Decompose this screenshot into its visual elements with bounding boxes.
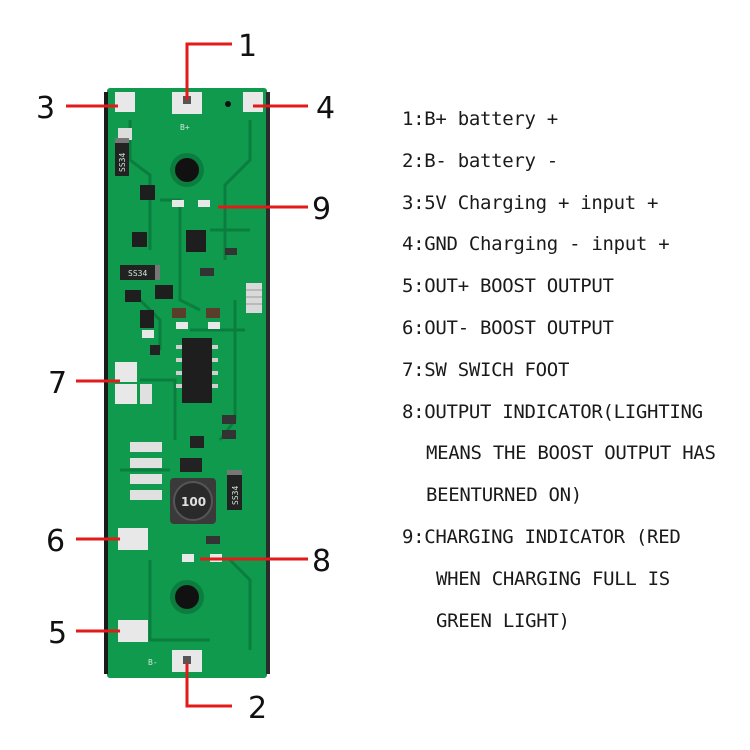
callout-number-1: 1 — [238, 29, 257, 64]
legend-line-9-cont-2: GREEN LIGHT) — [436, 609, 570, 632]
pad-5v-input — [115, 92, 135, 112]
legend-line-6: 6:OUT- BOOST OUTPUT — [402, 316, 614, 339]
pad-sw-a — [115, 362, 137, 382]
sot-transistors — [125, 185, 206, 328]
legend-line-2: 2:B- battery - — [402, 149, 558, 172]
diode-label-3: SS34 — [231, 486, 240, 505]
pad-sw-b — [115, 384, 137, 404]
silk-b-plus: B+ — [180, 123, 190, 132]
callout-number-5: 5 — [48, 616, 67, 651]
callout-number-2: 2 — [248, 691, 267, 726]
legend-line-4: 4:GND Charging - input + — [402, 233, 670, 256]
legend-line-9-cont-1: WHEN CHARGING FULL IS — [436, 567, 670, 590]
diode-ss34-top: SS34 — [115, 138, 129, 176]
legend-line-8: 8:OUTPUT INDICATOR(LIGHTING — [402, 400, 703, 423]
callout-lines — [66, 42, 308, 708]
pad-small-1 — [118, 128, 132, 140]
callout-number-3: 3 — [36, 91, 55, 126]
legend-line-9: 9:CHARGING INDICATOR (RED — [402, 525, 681, 548]
legend-line-8-cont-1: MEANS THE BOOST OUTPUT HAS — [426, 442, 716, 465]
pad-gnd-input — [243, 92, 263, 112]
pad-b-minus-inner — [183, 656, 191, 664]
callout-number-8: 8 — [312, 544, 331, 579]
legend-line-3: 3:5V Charging + input + — [402, 191, 659, 214]
callout-number-7: 7 — [48, 366, 67, 401]
diode-ss34-mid: SS34 — [120, 265, 160, 280]
pad-out-plus — [118, 620, 148, 642]
side-connector — [246, 283, 262, 313]
via-top — [225, 101, 231, 107]
diode-ss34-right: SS34 — [227, 470, 242, 510]
pad-sw-c — [140, 384, 152, 404]
callout-number-4: 4 — [316, 91, 335, 126]
mounting-hole-bottom — [170, 580, 204, 614]
inductor-label: 100 — [181, 495, 206, 509]
callout-number-9: 9 — [312, 192, 331, 227]
diode-label-1: SS34 — [118, 153, 127, 172]
callout-line-2 — [185, 663, 232, 708]
silk-b-minus: B- — [148, 658, 158, 667]
legend-line-1: 1:B+ battery + — [402, 108, 558, 130]
legend-line-8-cont-2: BEENTURNED ON) — [426, 484, 582, 507]
inductor: 100 — [170, 478, 216, 524]
diode-label-2: SS34 — [128, 269, 147, 278]
boost-ic — [176, 338, 218, 403]
small-smd-components — [142, 200, 237, 562]
mounting-hole-top — [170, 153, 204, 187]
callout-line-1 — [185, 42, 232, 100]
pad-out-minus — [118, 528, 148, 550]
pcb-edge-left — [104, 92, 108, 674]
legend-line-5: 5:OUT+ BOOST OUTPUT — [402, 275, 614, 298]
pcb-edge-right — [266, 92, 270, 674]
indicator-pad-column — [130, 442, 162, 500]
callout-number-6: 6 — [46, 524, 65, 559]
legend-line-7: 7:SW SWICH FOOT — [402, 358, 570, 381]
pin-legend: 1:B+ battery + 2:B- battery - 3:5V Charg… — [402, 102, 742, 645]
